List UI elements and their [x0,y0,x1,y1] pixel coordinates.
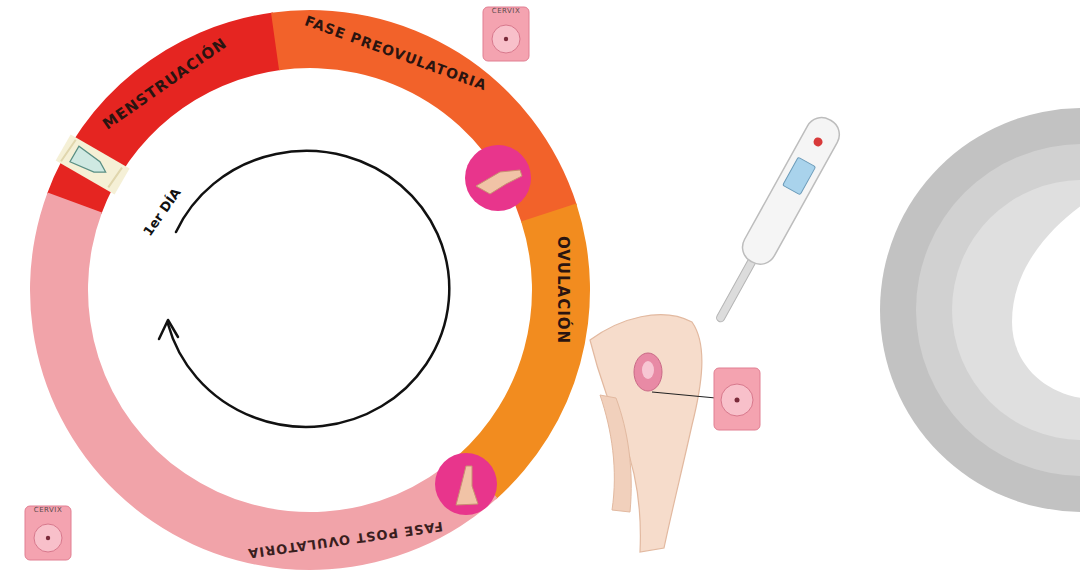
hand-check [435,453,497,515]
cervix-circle [721,384,753,416]
phase-label: OVULACIÓN [555,236,570,344]
band-shape [47,12,281,214]
thermometer-button [812,136,824,148]
uterus-inner [642,361,654,379]
thermometer-display [783,157,816,195]
cervix-os [46,536,50,540]
hand-check [465,145,531,211]
band-shape [30,192,497,570]
band-shape [271,10,577,223]
day-label: 1er DÍA [141,186,183,238]
logo-drop [1012,205,1080,398]
phase-band: FASE POST OVULATORIA [29,193,499,571]
arrow-curve [168,151,449,427]
thermometer [704,112,845,330]
menstrual-cup [56,135,130,195]
hand-shape [476,170,522,194]
icon-label: CERVIX [24,507,72,514]
logo-ring [880,108,1080,512]
thermometer-body [737,112,845,270]
band-outline [270,9,578,223]
cup-strokes [61,139,122,190]
cervix-circle [492,25,520,53]
phase-band: MENSTRUACIÓN [45,11,281,216]
logo-mark [880,108,1080,512]
cervix-icon: CERVIX [24,505,72,561]
phase-band: OVULACIÓN [457,202,591,500]
band-outline [45,11,281,216]
leg-shape [600,395,631,512]
cervix-circle [34,524,62,552]
cervix-shape [483,7,529,61]
cup-shape [70,146,110,180]
cervix-detail [714,368,760,430]
cervix-shape [25,506,71,560]
logo-ring [952,180,1080,440]
cycle-arrow [159,151,449,427]
icon-label: CERVIX [482,8,530,15]
hand-circle [465,145,531,211]
arrow-head [159,320,178,339]
thermometer-tip [715,256,757,323]
hand-shape [456,466,478,505]
hand-circle [435,453,497,515]
cervix-os [735,398,740,403]
body-illustration [590,315,760,552]
band-outline [29,193,499,571]
band-shape [457,203,590,499]
cup-strip [56,135,130,195]
phase-band: FASE PREOVULATORIA [270,9,578,223]
logo-ring [916,144,1080,476]
cervix-os [504,37,508,41]
hip-shape [590,315,702,552]
cervix-icon: CERVIX [482,6,530,62]
band-outline [457,202,591,500]
uterus [634,353,662,391]
